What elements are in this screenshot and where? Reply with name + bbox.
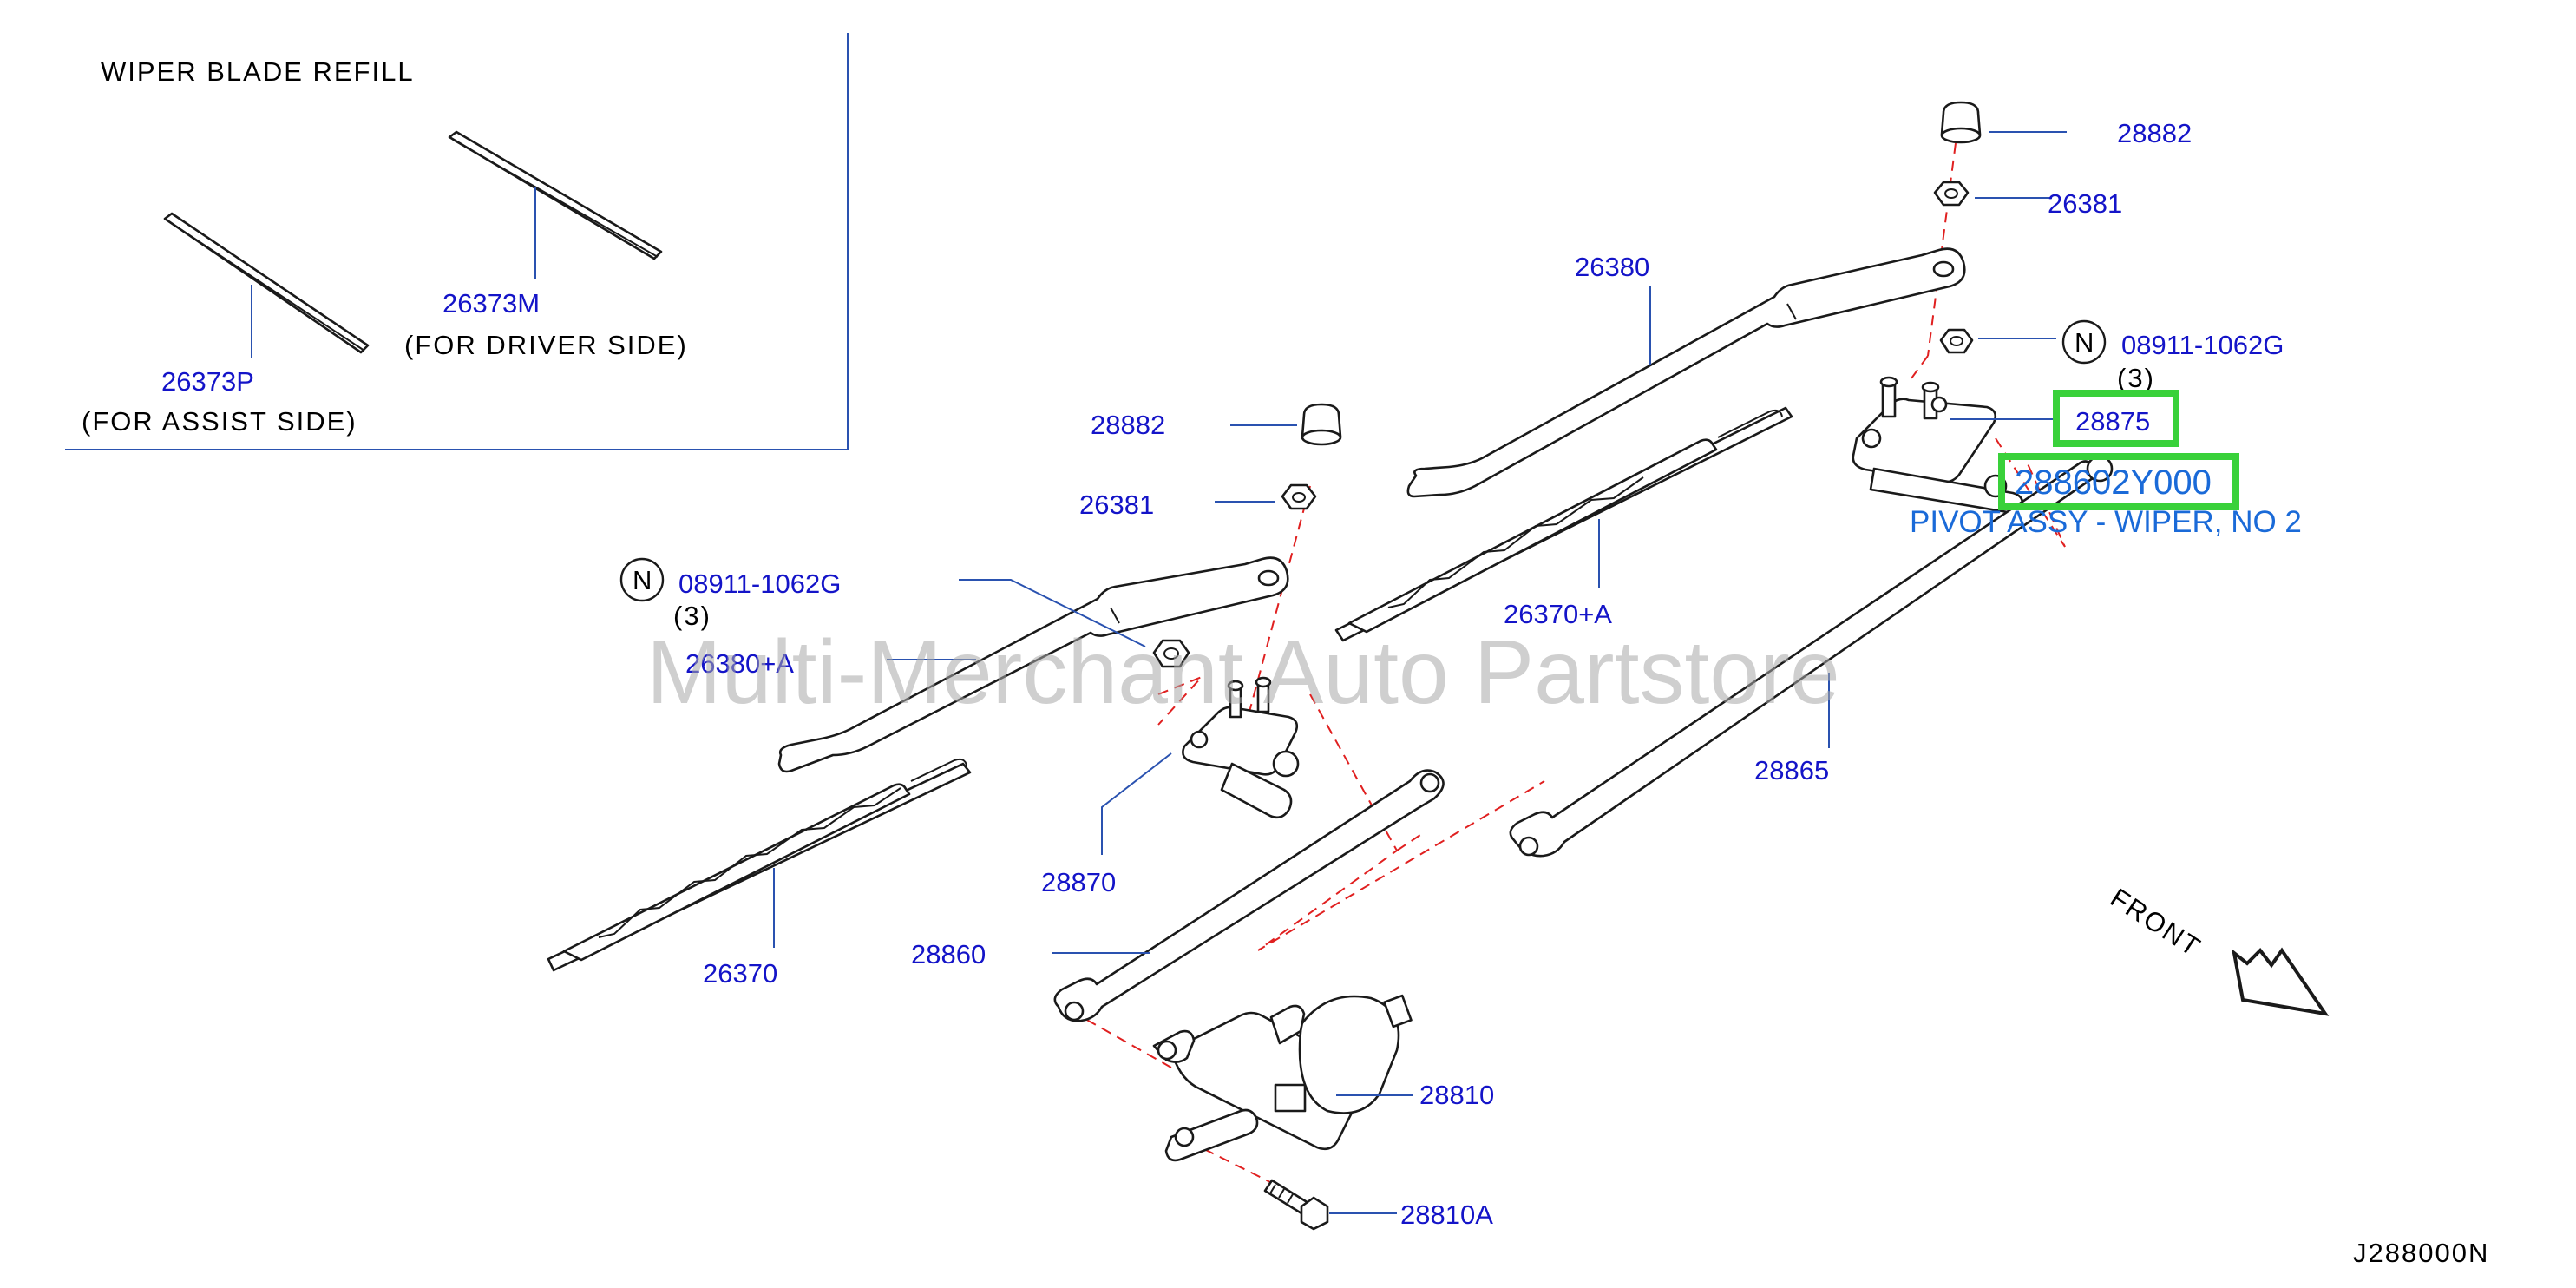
qty-right: (3) <box>2117 363 2155 393</box>
nut-26381-right[interactable] <box>1933 181 1970 207</box>
wiper-arm-26380[interactable] <box>1406 247 1966 498</box>
part-label-28810A[interactable]: 28810A <box>1400 1199 1493 1230</box>
part-label-26380[interactable]: 26380 <box>1575 252 1649 282</box>
part-label-28882-right[interactable]: 28882 <box>2117 118 2192 148</box>
nut-08911-1062G-left[interactable] <box>1152 639 1190 668</box>
cap-28882-right[interactable] <box>1940 101 1982 144</box>
refill-strip-assist[interactable] <box>163 212 370 354</box>
nut-08911-1062G-right[interactable] <box>1939 328 1974 354</box>
part-label-26370[interactable]: 26370 <box>703 958 777 989</box>
part-label-28865[interactable]: 28865 <box>1754 755 1829 785</box>
part-label-288602Y000[interactable]: 288602Y000 <box>2015 463 2212 502</box>
part-label-08911-1062G-left[interactable]: 08911-1062G <box>678 568 841 599</box>
cap-28882-left[interactable] <box>1301 403 1342 446</box>
note-assist-side: (FOR ASSIST SIDE) <box>82 406 357 437</box>
wiper-blade-26370A[interactable] <box>1334 406 1793 642</box>
part-label-26373P[interactable]: 26373P <box>161 366 254 397</box>
wiper-motor-28810[interactable] <box>1152 994 1413 1162</box>
front-label: FRONT <box>2105 883 2206 963</box>
refill-strip-driver[interactable] <box>448 130 663 260</box>
pivot-28870[interactable] <box>1182 676 1300 819</box>
pivot-description: PIVOT ASSY - WIPER, NO 2 <box>1910 505 2302 539</box>
svg-text:N: N <box>633 565 653 595</box>
part-label-28860[interactable]: 28860 <box>911 939 986 969</box>
part-label-26381-right[interactable]: 26381 <box>2048 188 2122 219</box>
n-mark-left: N <box>619 557 665 602</box>
watermark: Multi-Merchant Auto Partstore <box>646 622 1840 723</box>
front-arrow-icon <box>2232 947 2330 1016</box>
inset-title: WIPER BLADE REFILL <box>101 56 415 87</box>
highlight-288602Y000 <box>1998 453 2239 510</box>
part-label-26373M[interactable]: 26373M <box>442 288 540 319</box>
part-label-26380A[interactable]: 26380+A <box>685 648 794 679</box>
part-label-26370A[interactable]: 26370+A <box>1504 599 1612 629</box>
part-label-08911-1062G-right[interactable]: 08911-1062G <box>2121 330 2284 360</box>
part-label-28810[interactable]: 28810 <box>1419 1080 1494 1110</box>
svg-text:N: N <box>2075 327 2095 358</box>
part-label-28882-left[interactable]: 28882 <box>1091 410 1165 440</box>
note-driver-side: (FOR DRIVER SIDE) <box>404 330 688 360</box>
n-mark-right: N <box>2061 319 2107 365</box>
diagram-code: J288000N <box>2353 1238 2489 1268</box>
qty-left: (3) <box>673 601 711 631</box>
wiper-blade-refill-inset: WIPER BLADE REFILL 26373M (FOR DRIVER SI… <box>65 33 849 450</box>
part-label-28870[interactable]: 28870 <box>1041 867 1116 897</box>
nut-26381-left[interactable] <box>1281 483 1317 510</box>
link-rod-28860[interactable] <box>1053 769 1445 1022</box>
part-label-28875[interactable]: 28875 <box>2075 406 2150 437</box>
wiper-blade-26370[interactable] <box>547 758 972 972</box>
highlight-28875 <box>2053 390 2179 447</box>
wiper-arm-26380A[interactable] <box>777 556 1289 773</box>
bolt-28810A[interactable] <box>1263 1179 1329 1231</box>
front-direction-indicator: FRONT <box>2105 883 2330 1016</box>
part-label-26381-left[interactable]: 26381 <box>1079 490 1154 520</box>
